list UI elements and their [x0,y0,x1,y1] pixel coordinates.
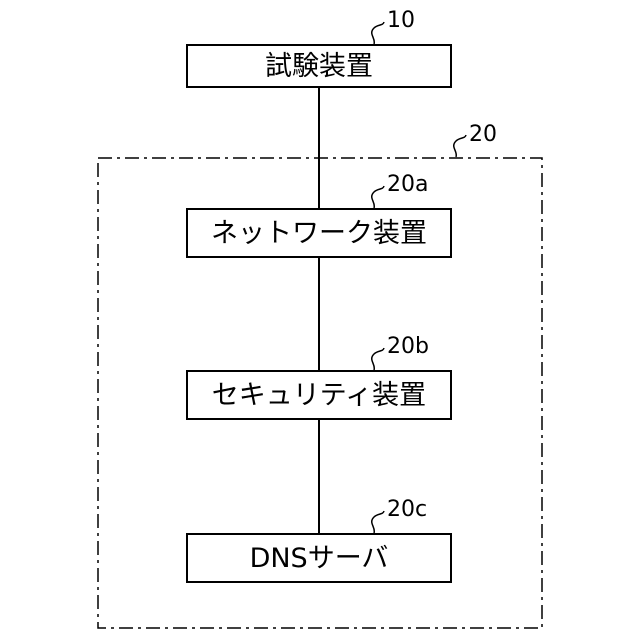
ref-leader-20a [372,186,384,208]
ref-leader-20 [454,135,466,157]
dns-server-box: DNSサーバ [186,533,452,583]
network-device-box: ネットワーク装置 [186,208,452,258]
security-device-box: セキュリティ装置 [186,370,452,420]
ref-label-20b: 20b [387,336,429,358]
ref-label-20a: 20a [387,174,428,196]
test-device-label: 試験装置 [265,53,373,80]
security-device-label: セキュリティ装置 [212,382,426,409]
network-device-label: ネットワーク装置 [211,220,427,247]
ref-leader-20c [372,511,384,533]
ref-leader-20b [372,348,384,370]
dns-server-label: DNSサーバ [250,545,389,572]
ref-label-10: 10 [387,10,415,32]
test-device-box: 試験装置 [186,44,452,88]
ref-label-20: 20 [469,124,497,146]
ref-label-20c: 20c [387,499,427,521]
ref-leader-10 [372,22,384,44]
